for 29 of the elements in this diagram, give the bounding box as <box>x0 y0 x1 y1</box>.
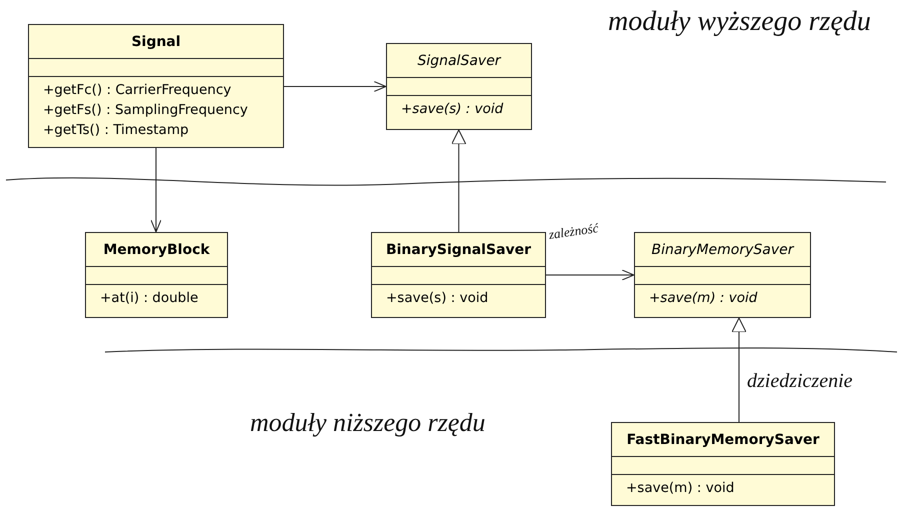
class-name: Signal <box>131 34 181 50</box>
class-name: FastBinaryMemorySaver <box>626 432 820 448</box>
method-text: +getFc() : CarrierFrequency <box>43 81 232 100</box>
inheritance-arrow <box>732 318 746 422</box>
class-box <box>371 232 546 318</box>
method-text: +getTs() : Timestamp <box>43 121 190 140</box>
arrow <box>150 148 162 232</box>
method-text: +save(m) : void <box>626 479 736 498</box>
class-box <box>85 232 228 318</box>
class-box <box>611 422 835 506</box>
class-box <box>634 232 811 318</box>
method-text: +at(i) : double <box>100 289 200 308</box>
inheritance-arrow <box>451 130 466 232</box>
method-text: +save(s) : void <box>401 100 504 119</box>
handwritten-note: moduły niższego rzędu <box>250 408 486 438</box>
class-name: SignalSaver <box>417 52 501 68</box>
edge-label: dziedziczenie <box>747 370 853 393</box>
method-text: +getFs() : SamplingFrequency <box>43 101 249 120</box>
class-box <box>28 24 284 148</box>
class-name: BinarySignalSaver <box>386 242 532 258</box>
class-box <box>386 43 532 130</box>
method-text: +save(s) : void <box>386 289 490 308</box>
edge-label: zależność <box>548 220 600 243</box>
arrow <box>284 81 386 92</box>
handwritten-note: moduły wyższego rzędu <box>608 6 871 38</box>
class-name: MemoryBlock <box>103 242 210 258</box>
method-text: +save(m) : void <box>649 289 758 308</box>
class-name: BinaryMemorySaver <box>651 242 794 258</box>
arrow <box>546 270 634 280</box>
